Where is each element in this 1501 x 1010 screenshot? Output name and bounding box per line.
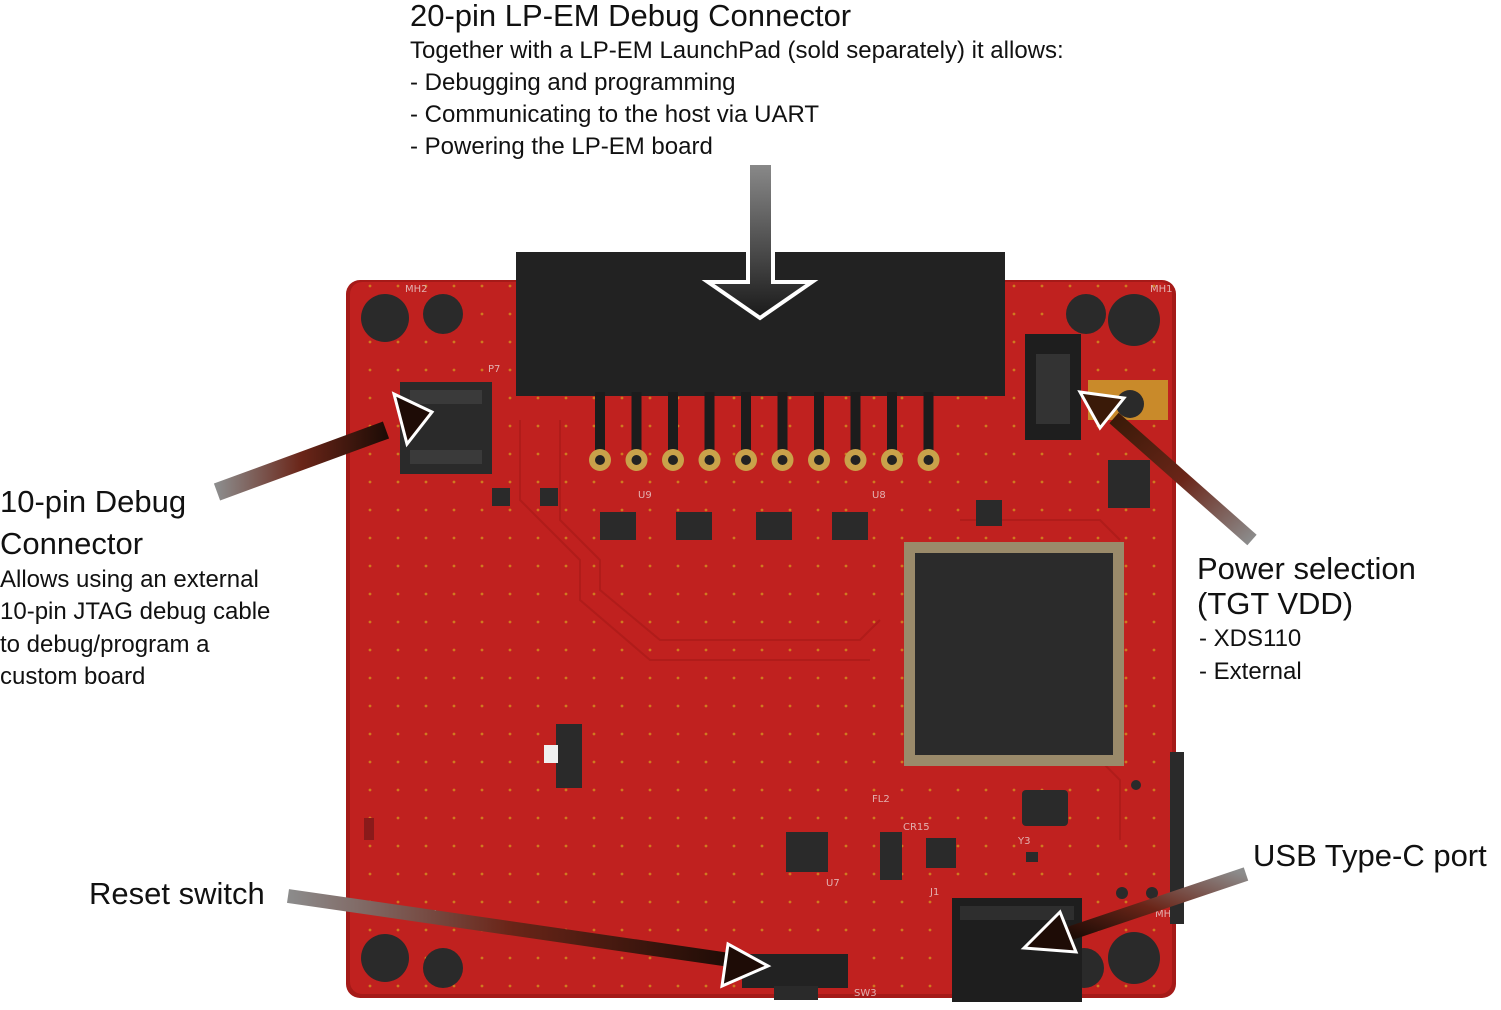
connector-pin [668, 392, 678, 458]
ten-pin-line-2: 10-pin JTAG debug cable [0, 598, 271, 625]
silk-u9: U9 [638, 490, 652, 501]
connector-pad-hole [850, 455, 861, 465]
lp-em-arrow [701, 161, 819, 321]
connector-pad-hole [631, 455, 642, 465]
power-title-1: Power selection [1197, 551, 1416, 586]
power-line-1: - XDS110 [1199, 625, 1302, 652]
usb-arrow [1020, 867, 1249, 954]
via [1146, 887, 1158, 899]
ten-pin-line-4: custom board [0, 663, 146, 690]
lp-em-title: 20-pin LP-EM Debug Connector [410, 0, 852, 33]
silk-fl2: FL2 [872, 794, 890, 805]
lp-em-line-3: - Communicating to the host via UART [410, 101, 820, 128]
usb-title: USB Type-C port [1253, 838, 1487, 873]
connector-pin [777, 392, 788, 458]
silk-u8: U8 [872, 490, 886, 501]
connector-pin [887, 392, 897, 458]
connector-pin [595, 392, 605, 458]
connector-pin [814, 392, 824, 458]
connector-pad-hole [814, 455, 824, 465]
silk-j1: J1 [929, 887, 939, 898]
reset-arrow [286, 889, 772, 989]
ten-pin-line-1: Allows using an external [0, 566, 259, 593]
main-mcu [904, 542, 1124, 766]
silk-y3: Y3 [1017, 836, 1030, 847]
reset-title: Reset switch [89, 876, 265, 911]
led [364, 818, 374, 840]
connector-pad-hole [777, 455, 788, 465]
silk-p7: P7 [488, 364, 500, 375]
small-ics [492, 460, 1150, 880]
connector-pins [589, 392, 940, 471]
silk-u7: U7 [826, 878, 840, 889]
mounting-holes [361, 294, 1160, 988]
pcb-board [346, 280, 1176, 998]
lp-em-line-4: - Powering the LP-EM board [410, 133, 713, 160]
test-point [544, 745, 558, 763]
connector-pad-hole [668, 455, 678, 465]
silk-mh2: MH2 [405, 284, 428, 295]
via [1116, 887, 1128, 899]
connector-pin [923, 392, 934, 458]
connector-pad-hole [704, 455, 715, 465]
connector-pad-hole [923, 455, 934, 465]
via [1131, 780, 1141, 790]
ten-pin-arrow [213, 391, 435, 501]
connector-pin [704, 392, 715, 458]
lp-em-line-2: - Debugging and programming [410, 69, 736, 96]
connector-pad-hole [887, 455, 897, 465]
ten-pin-title-2: Connector [0, 526, 144, 561]
power-arrow [1077, 390, 1257, 546]
ten-pin-line-3: to debug/program a [0, 631, 210, 658]
lp-em-line-1: Together with a LP-EM LaunchPad (sold se… [410, 37, 1064, 64]
silk-mh3: MH3 [1155, 909, 1178, 920]
connector-pin [741, 392, 751, 458]
ten-pin-title-1: 10-pin Debug [0, 484, 187, 519]
power-line-2: - External [1199, 658, 1302, 685]
connector-pin [631, 392, 642, 458]
power-title-2: (TGT VDD) [1197, 586, 1354, 621]
connector-pin [850, 392, 861, 458]
connector-pad-hole [595, 455, 605, 465]
silk-cr15: CR15 [903, 822, 930, 833]
lp-em-connector [516, 252, 1005, 471]
silk-sw3: SW3 [854, 988, 877, 999]
connector-pad-hole [741, 455, 751, 465]
silk-mh1: MH1 [1150, 284, 1173, 295]
edge-connector [1170, 752, 1184, 924]
